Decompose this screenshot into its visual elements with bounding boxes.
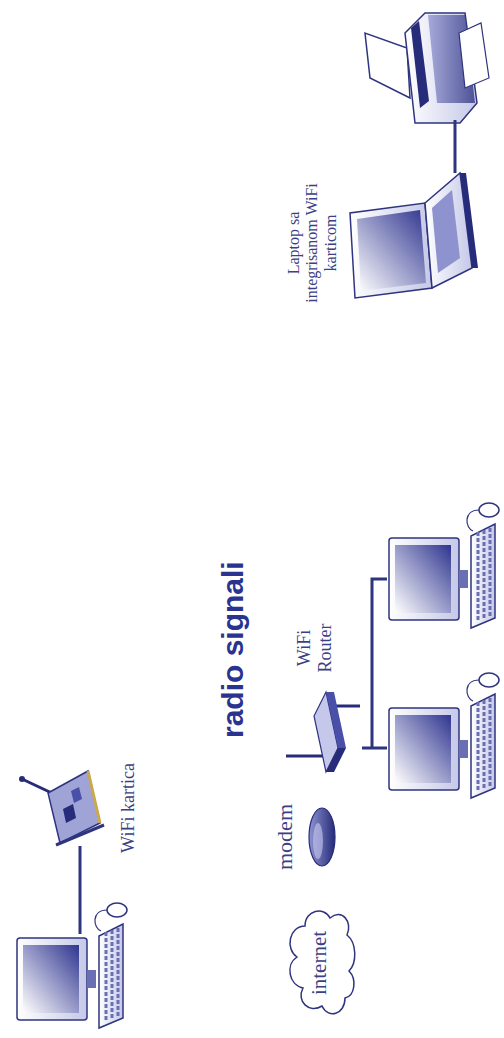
node-label: WiFi Router [294,613,335,683]
modem-icon [300,805,342,869]
wifi-card-drawing [19,771,104,845]
node-label: modem [272,801,297,873]
wifi-router-icon [280,688,360,778]
node-label: Laptop sa integrisanom WiFi karticom [285,173,340,313]
cable [454,120,457,173]
cable [362,579,387,748]
node-label: internet [307,903,331,1023]
modem: modem [272,801,342,873]
desktop-computer [17,903,127,1028]
printer [365,13,489,123]
desktop-computer [389,503,499,628]
desktop-computer [389,673,499,798]
modem-drawing [309,808,335,866]
internet-cloud: internet [280,903,360,1023]
cable [79,846,82,934]
wifi-router-drawing [286,692,360,772]
wifi-card: WiFi kartica [18,743,150,873]
wifi-router: WiFi Router [280,608,360,778]
laptop: Laptop sa integrisanom WiFi karticom [285,148,495,338]
node-label: WiFi kartica [118,743,139,873]
wifi-card-icon [18,763,113,853]
signal-label: radio signali [218,561,248,738]
laptop-drawing [350,173,478,298]
laptop-icon [350,168,485,318]
